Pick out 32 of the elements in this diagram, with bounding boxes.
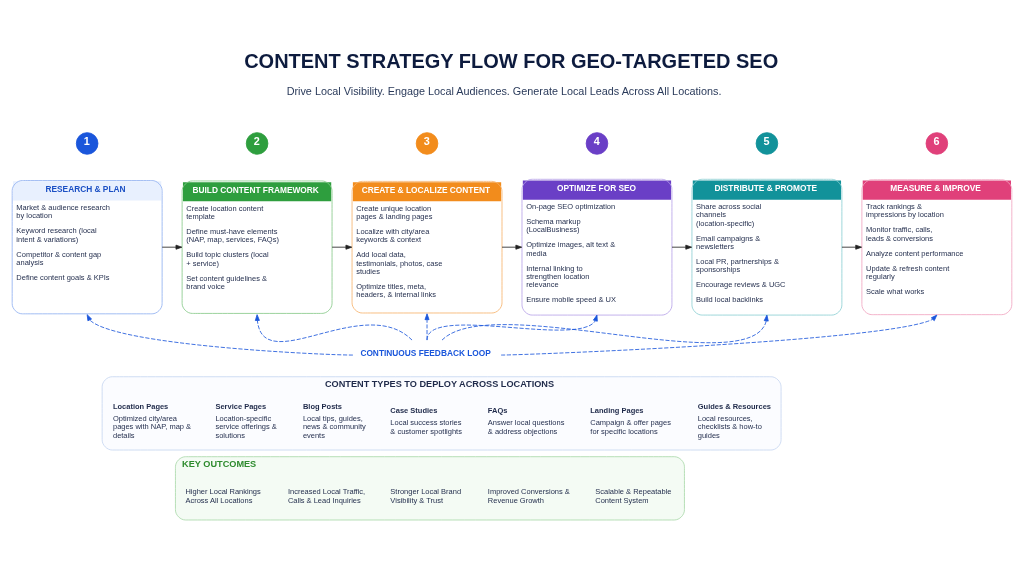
arrow xyxy=(501,244,523,250)
node-text: Higher Local Rankings Across All Locations xyxy=(185,487,261,505)
node-text: CONTINUOUS FEEDBACK LOOP xyxy=(360,348,491,359)
node-text: Improved Conversions & Revenue Growth xyxy=(487,487,570,505)
arrow xyxy=(254,314,413,342)
arrow xyxy=(161,244,183,250)
node-circle: 4 xyxy=(585,132,609,155)
node-text: Increased Local Traffic, Calls & Lead Inquiries xyxy=(287,487,366,505)
node-circle: 2 xyxy=(245,132,269,155)
node-text: Blog Posts Local tips, guides, news & community events xyxy=(302,401,366,440)
arrow xyxy=(441,314,769,344)
node-text: Landing Pages Campaign & offer pages for specific locations xyxy=(590,405,671,436)
node-circle: 5 xyxy=(755,132,779,155)
node-text: Location Pages Optimized city/area pages with NAP, map & details xyxy=(112,401,192,440)
node-circle: 3 xyxy=(415,132,439,155)
node-text: Stronger Local Brand Visibility & Trust xyxy=(390,487,462,505)
node-text: Case Studies Local success stories & customer spotlights xyxy=(390,405,462,436)
arrow xyxy=(841,244,862,250)
arrow xyxy=(500,314,938,356)
arrow xyxy=(424,313,430,341)
node-text: Guides & Resources Local resources, checklists & how-to guides xyxy=(697,401,771,440)
arrow xyxy=(331,244,353,250)
label: Drive Local Visibility. Engage Local Audiences. Generate Local Leads Across All Locations. xyxy=(286,85,722,98)
node-text: FAQs Answer local questions & address objections xyxy=(487,405,565,436)
arrow xyxy=(426,314,598,341)
node-text: Scalable & Repeatable Content System xyxy=(595,487,672,505)
arrow xyxy=(86,314,354,356)
node-circle: 1 xyxy=(75,132,99,155)
node-text: Service Pages Location-specific service offerings & solutions xyxy=(215,401,277,440)
arrow xyxy=(671,244,693,250)
diagram-title: CONTENT STRATEGY FLOW FOR GEO-TARGETED SEO xyxy=(244,49,779,72)
node-circle: 6 xyxy=(925,132,949,155)
